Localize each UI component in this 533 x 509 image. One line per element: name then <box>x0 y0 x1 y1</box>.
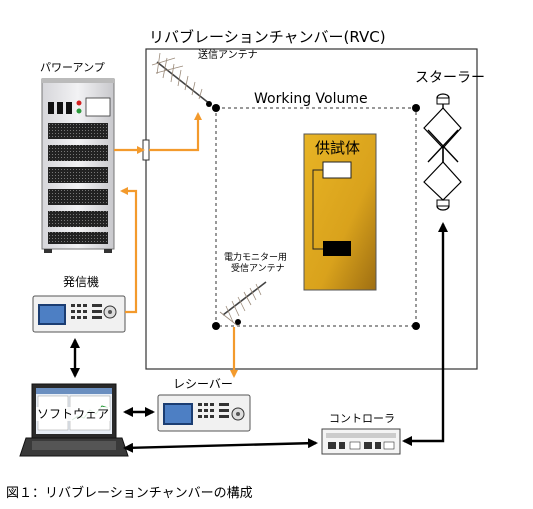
chamber-box <box>145 48 478 370</box>
power-amp-label: パワーアンプ <box>40 61 105 74</box>
feedback-arrow <box>120 187 138 314</box>
signal-generator-label: 発信機 <box>63 275 100 289</box>
laptop-controller-arrow <box>123 438 318 453</box>
chamber-title: リバブレーションチャンバー(RVC) <box>149 28 386 46</box>
receiver-label: レシーバー <box>173 377 233 391</box>
working-volume-box <box>215 107 417 327</box>
working-volume-label: Working Volume <box>254 91 368 107</box>
stirrer-icon <box>423 93 462 211</box>
monitor-antenna-label-1: 電力モニター用 <box>224 253 288 263</box>
monitor-antenna-label-2: 受信アンテナ <box>231 264 285 274</box>
controller-icon <box>321 428 401 455</box>
controller-label: コントローラ <box>329 412 395 425</box>
eut-label: 供試体 <box>315 139 361 157</box>
eut-box <box>303 133 377 291</box>
figure-caption: 図１：リバブレーションチャンバーの構成 <box>6 486 253 501</box>
controller-stirrer-arrow <box>402 222 448 446</box>
receiver-icon <box>157 394 251 432</box>
monitor-antenna-icon <box>219 281 267 327</box>
stirrer-label: スターラー <box>415 70 485 86</box>
power-amp-icon <box>41 78 115 253</box>
software-label: ソフトウェア <box>36 407 111 421</box>
signal-generator-icon <box>32 295 126 333</box>
feedthrough <box>142 139 150 161</box>
tx-antenna-label: 送信アンテナ <box>198 50 258 61</box>
tx-antenna-icon <box>151 52 211 105</box>
